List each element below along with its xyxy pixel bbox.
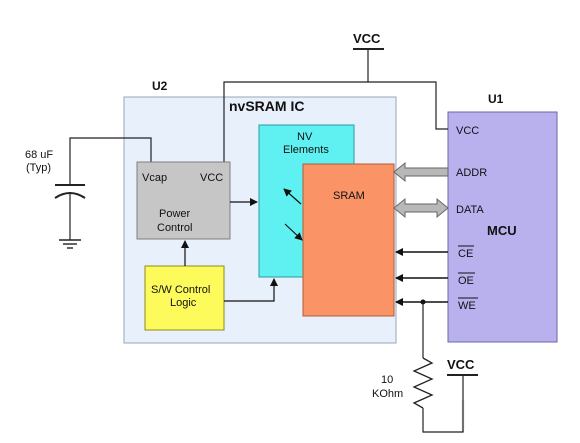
mcu-pin-data: DATA	[456, 204, 484, 216]
power-control-vcc-pin: VCC	[200, 172, 223, 184]
mcu-pin-addr: ADDR	[456, 167, 487, 179]
nv-elements-label-1: NV	[297, 131, 313, 143]
cap-note: (Typ)	[26, 162, 51, 174]
u2-ref-label: U2	[152, 79, 168, 93]
ground-icon	[59, 239, 81, 249]
sram-label: SRAM	[333, 190, 365, 202]
resistor-icon	[412, 357, 434, 409]
mcu-pin-oe: OE	[458, 275, 474, 287]
resistor-unit: KOhm	[372, 388, 403, 400]
u1-ref-label: U1	[488, 92, 504, 106]
power-control-label-2: Control	[157, 222, 192, 234]
mcu-pin-vcc: VCC	[456, 125, 479, 137]
power-control-vcap-pin: Vcap	[142, 172, 167, 184]
cap-wire-to-vcap	[69, 137, 152, 184]
cap-value: 68 uF	[25, 149, 53, 161]
store-arrow	[283, 188, 302, 205]
vcc-bottom-label: VCC	[447, 357, 475, 372]
mcu-name: MCU	[487, 223, 517, 238]
sw-to-nv-arrow	[224, 278, 278, 302]
recall-arrow	[284, 223, 303, 241]
mcu-block	[447, 111, 558, 343]
sw-control-label-1: S/W Control	[151, 284, 210, 296]
power-control-label-1: Power	[159, 208, 191, 220]
vcc-top-label: VCC	[353, 31, 381, 46]
sw-control-block	[144, 265, 225, 331]
data-bus-arrow	[393, 197, 449, 219]
pullup-wire-bottom	[422, 400, 464, 433]
sram-block	[302, 163, 395, 317]
u2-title: nvSRAM IC	[229, 98, 304, 114]
nv-elements-label-2: Elements	[283, 144, 329, 156]
mcu-pin-ce: CE	[458, 248, 473, 260]
mcu-pin-we: WE	[458, 300, 476, 312]
resistor-value: 10	[381, 374, 393, 386]
vcc-wire-to-power-control	[223, 81, 368, 162]
addr-bus-arrow	[393, 161, 449, 183]
vcc-wire-to-mcu	[368, 81, 448, 130]
power-control-block	[136, 161, 231, 240]
sw-control-label-2: Logic	[170, 297, 197, 309]
